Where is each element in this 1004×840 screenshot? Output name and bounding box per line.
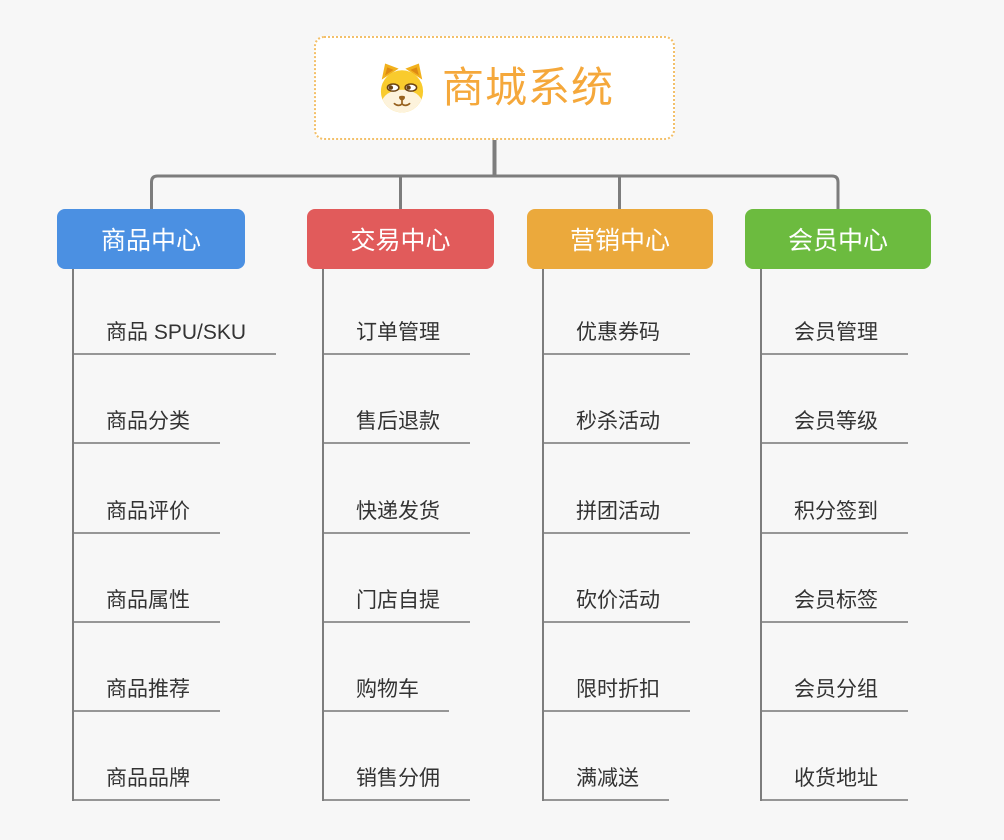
subtopic[interactable]: 会员标签 [762,534,908,623]
subtopic[interactable]: 限时折扣 [544,623,690,712]
branch-topic-label: 交易中心 [350,227,451,255]
subtopic[interactable]: 商品分类 [74,355,220,445]
subtopic[interactable]: 收货地址 [762,712,908,802]
subtopic[interactable]: 商品推荐 [74,623,220,712]
branch-topic-marketing-center[interactable]: 营销中心 [527,209,713,269]
subtree-product-center: 商品 SPU/SKU 商品分类 商品评价 商品属性 商品推荐 商品品牌 [72,266,277,802]
subtopic[interactable]: 售后退款 [324,355,470,445]
subtopic[interactable]: 商品 SPU/SKU [74,266,277,356]
subtree-trade-center: 订单管理 售后退款 快递发货 门店自提 购物车 销售分佣 [322,266,470,802]
subtopic[interactable]: 商品属性 [74,534,220,623]
subtopic[interactable]: 销售分佣 [324,712,470,802]
subtopic[interactable]: 会员管理 [762,266,908,356]
subtopic[interactable]: 会员分组 [762,623,908,712]
subtopic[interactable]: 拼团活动 [544,444,690,534]
subtree-marketing-center: 优惠券码 秒杀活动 拼团活动 砍价活动 限时折扣 满减送 [542,266,690,802]
branch-topic-member-center[interactable]: 会员中心 [745,209,931,269]
branch-topic-label: 营销中心 [569,227,670,255]
subtopic[interactable]: 商品品牌 [74,712,220,802]
branch-topic-trade-center[interactable]: 交易中心 [307,209,494,269]
subtopic[interactable]: 秒杀活动 [544,355,690,445]
root-topic-label: 商城系统 [441,64,614,111]
subtopic[interactable]: 优惠券码 [544,266,690,356]
subtopic[interactable]: 快递发货 [324,444,470,534]
subtopic[interactable]: 砍价活动 [544,534,690,623]
subtopic[interactable]: 积分签到 [762,444,908,534]
branch-topic-product-center[interactable]: 商品中心 [57,209,245,269]
subtopic[interactable]: 满减送 [544,712,669,802]
dog-face-icon [380,63,424,113]
subtopic[interactable]: 购物车 [324,623,449,712]
subtopic[interactable]: 会员等级 [762,355,908,445]
subtopic[interactable]: 商品评价 [74,444,220,534]
root-topic[interactable]: 商城系统 [314,36,675,140]
branch-topic-label: 商品中心 [100,227,201,255]
subtree-member-center: 会员管理 会员等级 积分签到 会员标签 会员分组 收货地址 [760,266,908,802]
subtopic[interactable]: 订单管理 [324,266,470,356]
branch-topic-label: 会员中心 [787,227,888,255]
subtopic[interactable]: 门店自提 [324,534,470,623]
